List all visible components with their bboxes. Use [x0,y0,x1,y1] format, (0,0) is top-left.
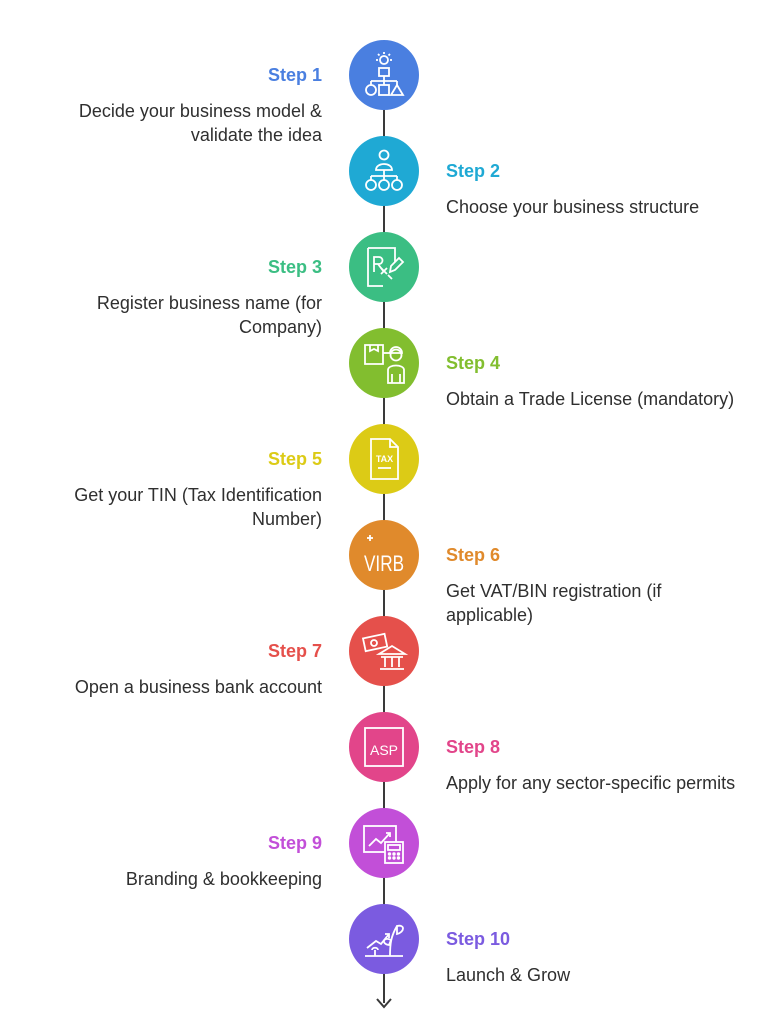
step-6-description: Get VAT/BIN registration (if applicable) [446,581,662,625]
step-9-description: Branding & bookkeeping [125,869,322,889]
asp-permit-icon: ASP [364,727,404,767]
step-5-circle: TAX [349,424,419,494]
svg-text:TAX: TAX [376,454,393,464]
hierarchy-shapes-icon [365,52,405,96]
bank-money-icon [361,632,409,670]
step-5-title: Step 5 [267,449,322,469]
step-2-title: Step 2 [446,161,501,181]
step-9-circle [349,808,419,878]
step-7-circle [349,616,419,686]
step-3-circle [349,232,419,302]
timeline-arrowhead [376,998,392,1009]
step-4-description: Obtain a Trade License (mandatory) [446,389,735,409]
registration-document-icon [367,247,405,287]
step-10-description: Launch & Grow [446,965,571,985]
tax-document-icon: TAX [370,438,399,480]
step-8-description: Apply for any sector-specific permits [446,773,736,793]
step-8-circle: ASP [349,712,419,782]
step-10-circle [349,904,419,974]
worker-license-icon [364,344,405,384]
step-3-title: Step 3 [267,257,322,277]
step-4-circle [349,328,419,398]
step-6-circle: VIRB [349,520,419,590]
step-2-circle [349,136,419,206]
svg-text:VIRB: VIRB [364,551,404,576]
chart-calculator-icon [363,825,404,864]
step-7-title: Step 7 [267,641,322,661]
step-10-title: Step 10 [446,929,511,949]
step-1-title: Step 1 [267,65,322,85]
step-1-circle [349,40,419,110]
growing-plant-icon [365,924,404,957]
step-1-description: Decide your business model & validate th… [78,101,322,145]
virb-text-icon: VIRB [364,535,404,576]
step-2-description: Choose your business structure [446,197,700,217]
step-5-description: Get your TIN (Tax Identification Number) [74,485,322,529]
svg-text:ASP: ASP [370,742,398,758]
step-7-description: Open a business bank account [74,677,322,697]
org-structure-icon [365,149,403,191]
step-8-title: Step 8 [446,737,501,757]
step-4-title: Step 4 [446,353,501,373]
step-9-title: Step 9 [267,833,322,853]
step-6-title: Step 6 [446,545,501,565]
step-3-description: Register business name (for Company) [96,293,322,337]
